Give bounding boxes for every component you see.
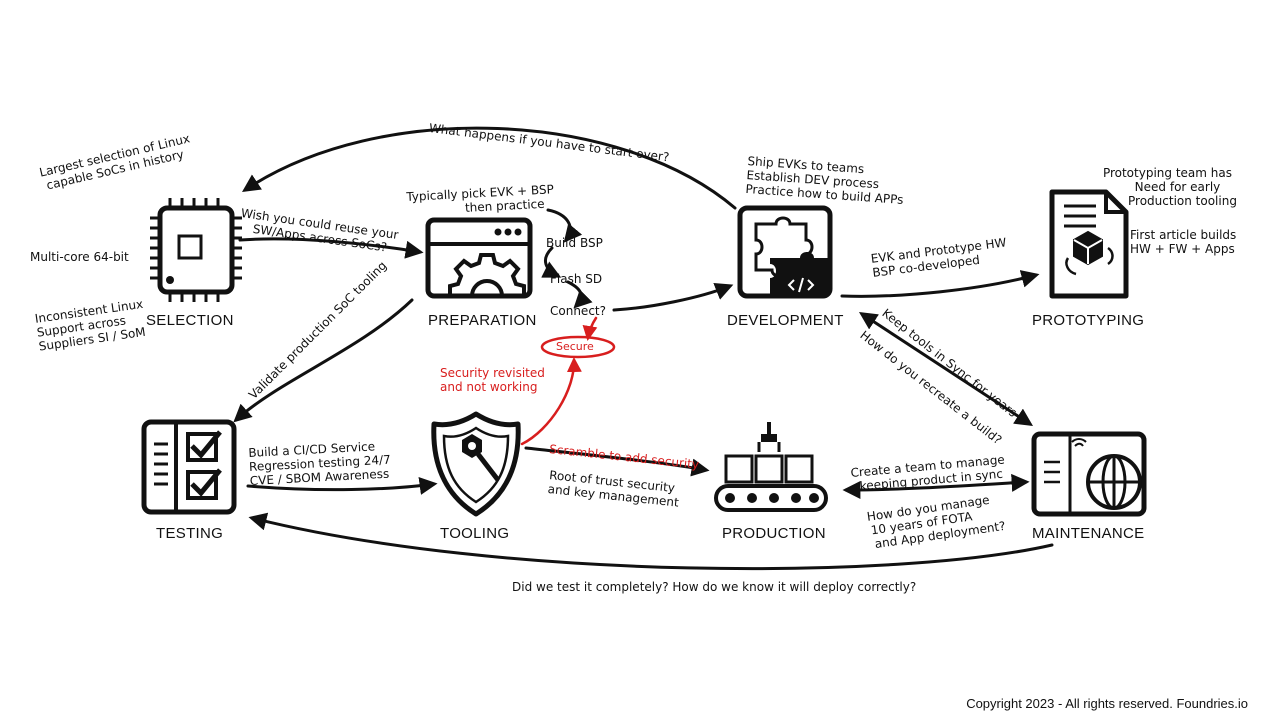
- arrow-testing-to-tooling: [246, 477, 438, 495]
- arrow-connect-to-secure: [582, 316, 598, 341]
- arrow-tooling-to-production: [524, 446, 710, 477]
- arrow-development-to-selection: [242, 126, 737, 210]
- arrow-maintenance-development: [858, 312, 1034, 426]
- note-first-article: First article builds HW + FW + Apps: [1130, 228, 1237, 256]
- arrow-flash-to-connect: [566, 280, 593, 309]
- arrow-tooling-to-secure: [520, 357, 582, 446]
- copyright-text: Copyright 2023 - All rights reserved. Fo…: [966, 696, 1248, 711]
- note-flash-sd: Flash SD: [550, 272, 603, 286]
- stage-label-maintenance: MAINTENANCE: [1032, 525, 1145, 542]
- stage-label-preparation: PREPARATION: [428, 312, 537, 329]
- cpu-chip-icon: [150, 198, 242, 302]
- shield-wrench-icon: [431, 411, 521, 517]
- arrow-maintenance-to-testing: [248, 512, 1054, 571]
- device-globe-icon: [1031, 431, 1147, 517]
- arrow-preparation-to-testing: [233, 298, 414, 423]
- arrow-maintenance-production: [842, 473, 1030, 499]
- secure-circle: [540, 335, 616, 359]
- puzzle-code-icon: [737, 205, 833, 299]
- note-security-revisited: Security revisited and not working: [440, 366, 545, 394]
- stage-label-selection: SELECTION: [146, 312, 234, 329]
- note-secure: Secure: [556, 340, 594, 353]
- checklist-icon: [141, 419, 237, 515]
- arrow-connect-to-development: [612, 282, 734, 312]
- stage-label-development: DEVELOPMENT: [727, 312, 844, 329]
- stage-label-testing: TESTING: [156, 525, 224, 542]
- note-ci-cd: Build a CI/CD Service Regression testing…: [248, 439, 392, 488]
- conveyor-belt-icon: [714, 422, 828, 512]
- stage-label-tooling: TOOLING: [440, 525, 510, 542]
- note-prototyping-team: Prototyping team has Need for early Prod…: [1102, 166, 1237, 208]
- browser-gear-icon: [425, 217, 533, 299]
- note-test-completely: Did we test it completely? How do we kno…: [512, 580, 917, 594]
- stage-label-prototyping: PROTOTYPING: [1032, 312, 1145, 329]
- stage-label-production: PRODUCTION: [722, 525, 826, 542]
- arrow-build-to-flash: [541, 246, 562, 278]
- note-connect: Connect?: [550, 304, 606, 318]
- arrow-selection-to-preparation: [238, 237, 424, 259]
- arrow-practice-to-build: [546, 208, 583, 243]
- document-cube-icon: [1049, 189, 1129, 299]
- note-build-bsp: Build BSP: [546, 236, 603, 250]
- note-multicore: Multi-core 64-bit: [30, 250, 129, 264]
- arrow-development-to-prototyping: [840, 270, 1040, 298]
